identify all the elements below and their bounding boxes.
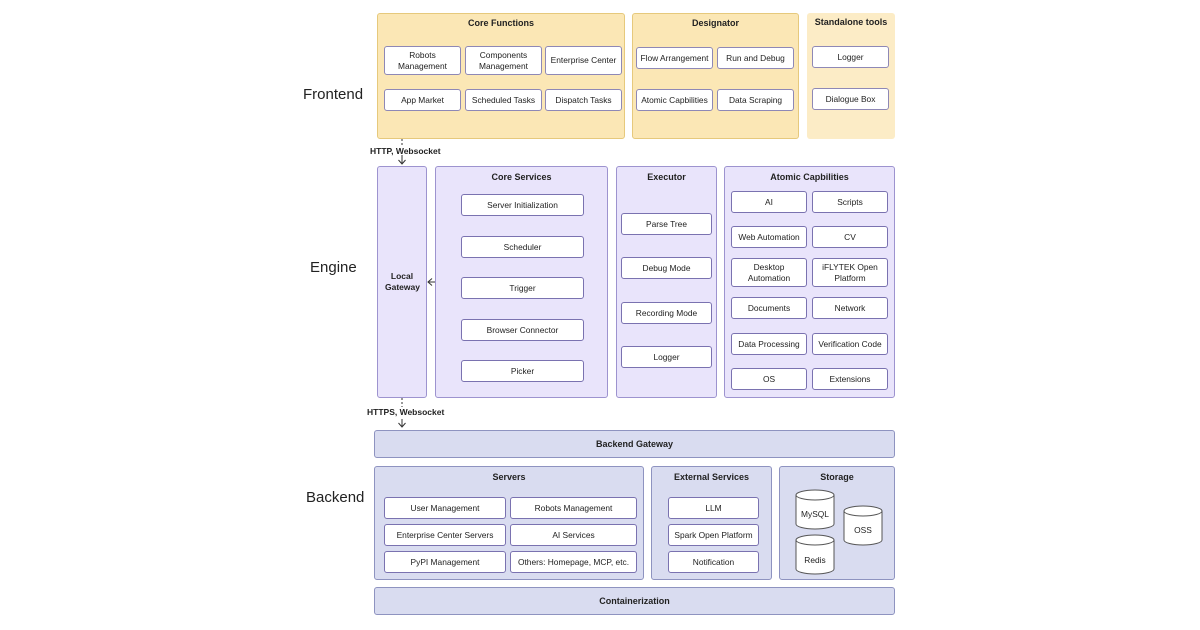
scripts-box: Scripts: [812, 191, 888, 213]
executor-logger-box: Logger: [621, 346, 712, 368]
browser-connector-box: Browser Connector: [461, 319, 584, 341]
cv-box: CV: [812, 226, 888, 248]
local-gateway-label: Local Gateway: [385, 271, 420, 292]
designator-panel: Designator Flow Arrangement Run and Debu…: [632, 13, 799, 139]
data-processing-box: Data Processing: [731, 333, 807, 355]
https-websocket-label: HTTPS, Websocket: [367, 407, 445, 417]
backend-gateway-label: Backend Gateway: [595, 439, 674, 449]
layer-label-frontend: Frontend: [303, 86, 364, 103]
extensions-box: Extensions: [812, 368, 888, 390]
network-box: Network: [812, 297, 888, 319]
documents-box: Documents: [731, 297, 807, 319]
standalone-tools-panel: Standalone tools Logger Dialogue Box: [807, 13, 895, 139]
trigger-box: Trigger: [461, 277, 584, 299]
frontend-engine-arrow: [398, 139, 406, 165]
mysql-database-icon: [795, 489, 835, 530]
local-gateway-panel: Local Gateway: [377, 166, 427, 398]
gateway-arrow-icon: [427, 278, 436, 286]
mysql-label: MySQL: [801, 509, 829, 519]
external-services-panel: External Services LLM Spark Open Platfor…: [651, 466, 772, 580]
web-automation-box: Web Automation: [731, 226, 807, 248]
core-functions-panel: Core Functions Robots Management Compone…: [377, 13, 625, 139]
desktop-automation-box: Desktop Automation: [731, 258, 807, 287]
llm-box: LLM: [668, 497, 759, 519]
oss-label: OSS: [854, 525, 872, 535]
pypi-management-box: PyPI Management: [384, 551, 506, 573]
containerization-label: Containerization: [599, 596, 670, 606]
enterprise-center-servers-box: Enterprise Center Servers: [384, 524, 506, 546]
run-and-debug-box: Run and Debug: [717, 47, 794, 69]
enterprise-center-box: Enterprise Center: [545, 46, 622, 75]
data-scraping-box: Data Scraping: [717, 89, 794, 111]
atomic-capbilities-title: Atomic Capbilities: [770, 172, 849, 182]
ai-services-box: AI Services: [510, 524, 637, 546]
dialogue-box-tool-box: Dialogue Box: [812, 88, 889, 110]
parse-tree-box: Parse Tree: [621, 213, 712, 235]
flow-arrangement-box: Flow Arrangement: [636, 47, 713, 69]
core-services-title: Core Services: [491, 172, 552, 182]
redis-database-icon: [795, 534, 835, 575]
logger-tool-box: Logger: [812, 46, 889, 68]
spark-open-platform-box: Spark Open Platform: [668, 524, 759, 546]
backend-gateway-bar: Backend Gateway: [374, 430, 895, 458]
external-services-title: External Services: [673, 472, 750, 482]
storage-panel: Storage MySQL OSS Redis: [779, 466, 895, 580]
iflytek-open-platform-box: iFLYTEK Open Platform: [812, 258, 888, 287]
core-functions-title: Core Functions: [467, 18, 534, 28]
recording-mode-box: Recording Mode: [621, 302, 712, 324]
redis-label: Redis: [804, 555, 826, 565]
core-services-panel: Core Services Server Initialization Sche…: [435, 166, 608, 398]
executor-panel: Executor Parse Tree Debug Mode Recording…: [616, 166, 717, 398]
picker-box: Picker: [461, 360, 584, 382]
storage-title: Storage: [820, 472, 854, 482]
containerization-bar: Containerization: [374, 587, 895, 615]
dispatch-tasks-box: Dispatch Tasks: [545, 89, 622, 111]
robots-management-server-box: Robots Management: [510, 497, 637, 519]
atomic-capbilities-box: Atomic Capbilities: [636, 89, 713, 111]
robots-management-box: Robots Management: [384, 46, 461, 75]
verification-code-box: Verification Code: [812, 333, 888, 355]
server-initialization-box: Server Initialization: [461, 194, 584, 216]
http-websocket-label: HTTP, Websocket: [370, 146, 441, 156]
oss-database-icon: [843, 505, 883, 546]
others-box: Others: Homepage, MCP, etc.: [510, 551, 637, 573]
notification-box: Notification: [668, 551, 759, 573]
engine-backend-arrow: [398, 398, 406, 428]
app-market-box: App Market: [384, 89, 461, 111]
designator-title: Designator: [691, 18, 739, 28]
executor-title: Executor: [647, 172, 686, 182]
atomic-capbilities-panel: Atomic Capbilities AI Scripts Web Automa…: [724, 166, 895, 398]
servers-title: Servers: [492, 472, 526, 482]
scheduler-box: Scheduler: [461, 236, 584, 258]
os-box: OS: [731, 368, 807, 390]
ai-box: AI: [731, 191, 807, 213]
scheduled-tasks-box: Scheduled Tasks: [465, 89, 542, 111]
components-management-box: Components Management: [465, 46, 542, 75]
debug-mode-box: Debug Mode: [621, 257, 712, 279]
layer-label-engine: Engine: [310, 259, 357, 276]
standalone-tools-title: Standalone tools: [814, 17, 888, 27]
layer-label-backend: Backend: [306, 489, 365, 506]
servers-panel: Servers User Management Robots Managemen…: [374, 466, 644, 580]
user-management-box: User Management: [384, 497, 506, 519]
